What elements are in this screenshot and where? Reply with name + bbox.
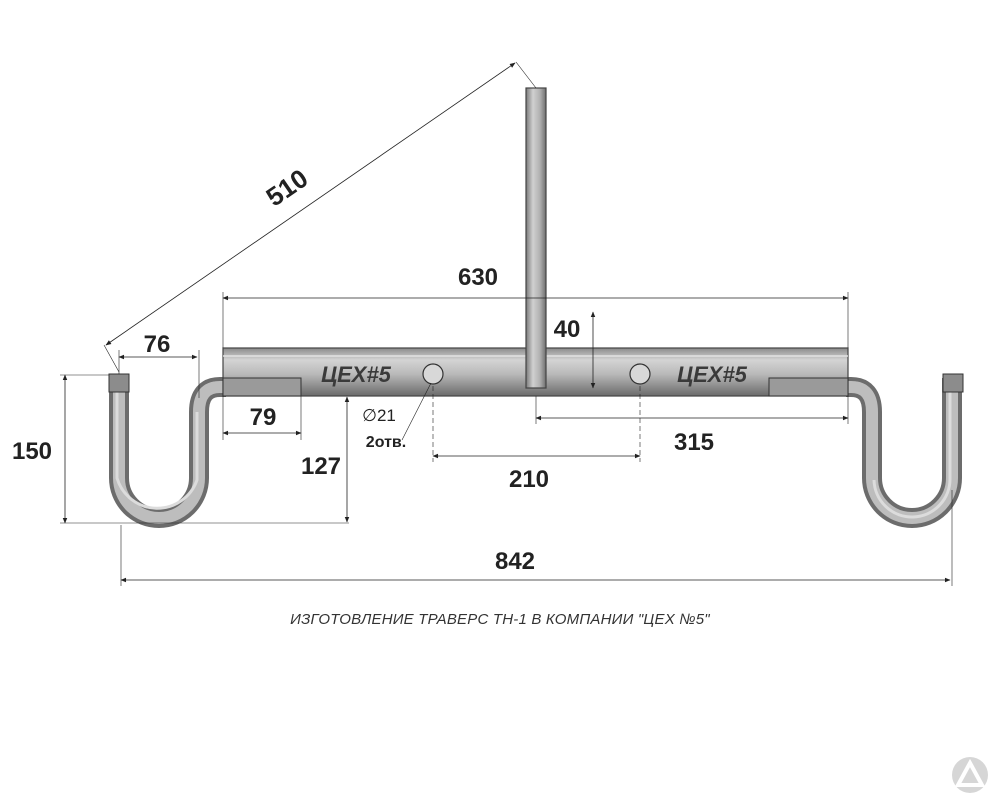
dim-79: 79 <box>250 404 277 431</box>
dim-210: 210 <box>509 466 549 493</box>
dim-40: 40 <box>554 316 581 343</box>
vertical-post <box>525 87 547 389</box>
hole-diameter: ∅21 <box>362 406 396 425</box>
dim-150: 150 <box>12 438 52 465</box>
logo-right: ЦЕХ#5 <box>677 362 748 387</box>
caption: ИЗГОТОВЛЕНИЕ ТРАВЕРС ТН-1 В КОМПАНИИ "ЦЕ… <box>290 611 710 628</box>
dim-630: 630 <box>458 264 498 291</box>
right-hole <box>629 363 651 385</box>
logo-left: ЦЕХ#5 <box>321 362 392 387</box>
dim-127: 127 <box>301 453 341 480</box>
dim-76: 76 <box>144 331 171 358</box>
dim-510: 510 <box>261 163 314 212</box>
left-insert <box>222 377 302 397</box>
left-hook <box>108 373 226 528</box>
right-hook <box>846 373 964 528</box>
triangle-logo-icon <box>952 757 988 793</box>
dim-842: 842 <box>495 548 535 575</box>
dim-315: 315 <box>674 429 714 456</box>
holes-count: 2отв. <box>366 434 406 451</box>
left-hole <box>422 363 444 385</box>
right-insert <box>768 377 849 397</box>
